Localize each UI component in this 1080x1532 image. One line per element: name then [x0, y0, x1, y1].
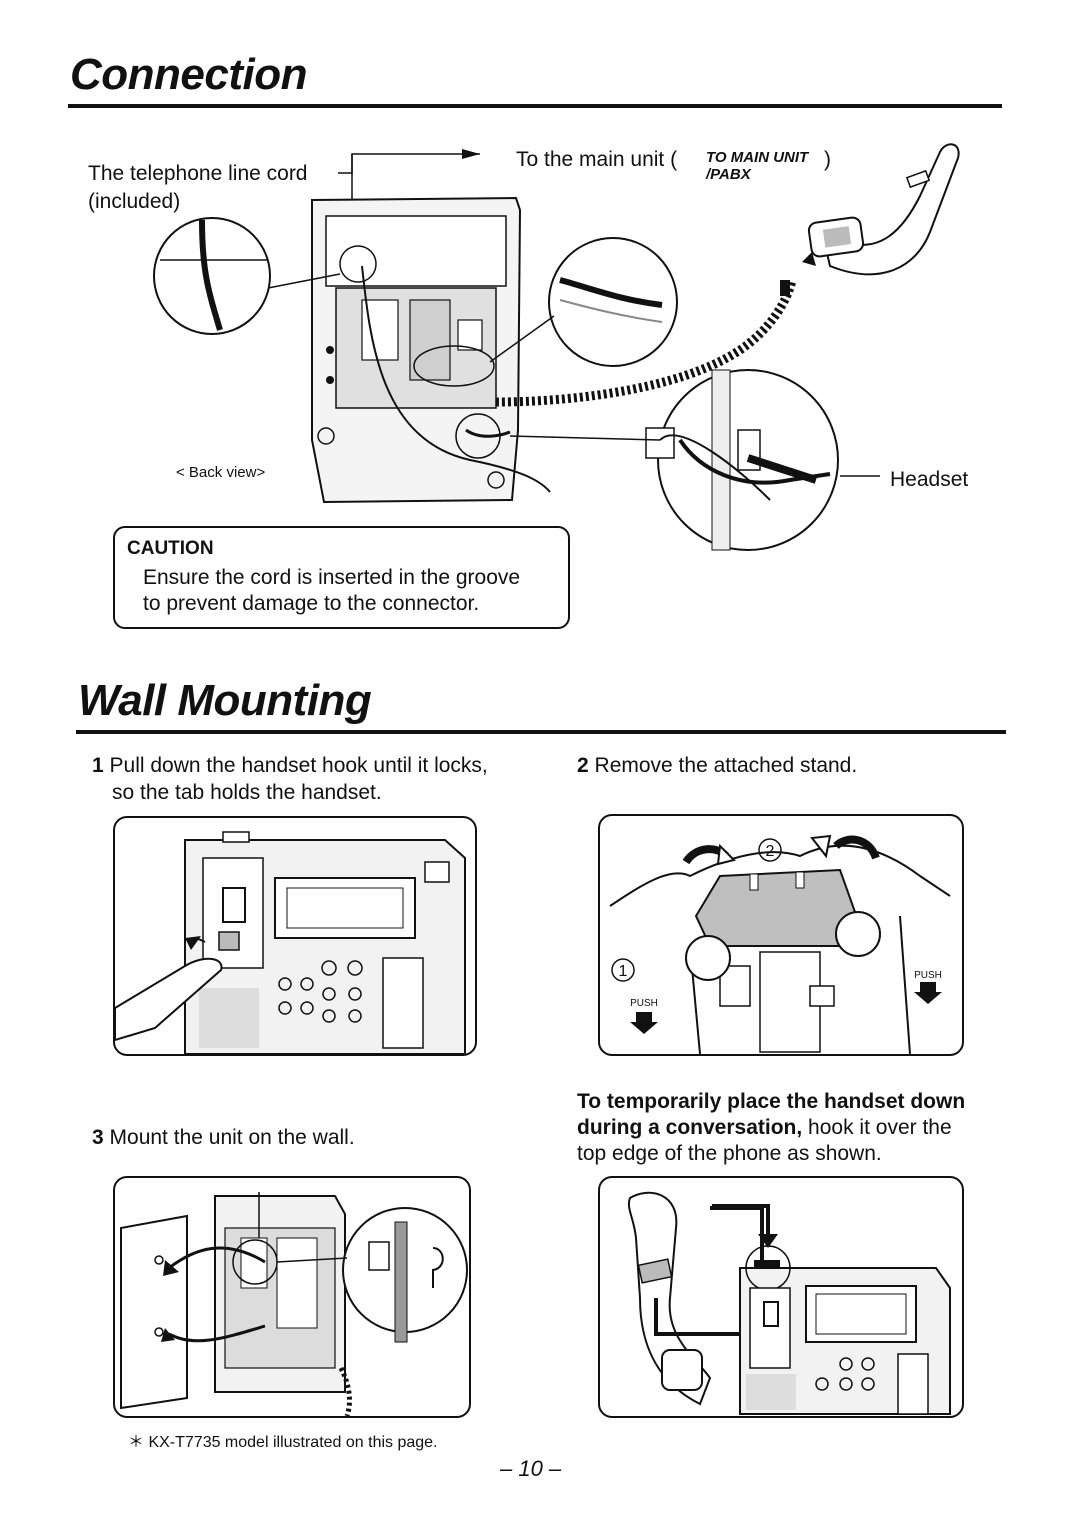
- footnote: ＊ KX-T7735 model illustrated on this pag…: [128, 1434, 438, 1451]
- step-3-label: Mount the unit on the wall.: [109, 1126, 355, 1149]
- step-2-illustration: 1 2 PUSH PUSH: [609, 834, 951, 1054]
- step-3-text: 3 Mount the unit on the wall.: [92, 1124, 355, 1151]
- line-cord-label: The telephone line cord: [88, 162, 308, 185]
- step-2-circle-1: 1: [619, 963, 628, 980]
- step-1-line-2: so the tab holds the handset.: [112, 781, 382, 804]
- step-2-circle-2: 2: [766, 843, 775, 860]
- line-cord-sub: (included): [88, 190, 181, 213]
- caution-box: CAUTION Ensure the cord is inserted in t…: [113, 526, 570, 629]
- temp-line-3: top edge of the phone as shown.: [577, 1142, 882, 1165]
- plug-arrow-icon: [802, 252, 816, 266]
- back-view-label: < Back view>: [176, 464, 266, 481]
- headset-label: Headset: [890, 468, 969, 491]
- step-1-illustration: [115, 831, 466, 1054]
- section-title-connection: Connection: [70, 50, 307, 99]
- step-3-illustration: [120, 1192, 468, 1416]
- temp-line-2-bold: during a conversation,: [577, 1116, 803, 1139]
- to-main-unit-close: ): [824, 148, 831, 171]
- jack-label-pabx: /PABX: [706, 166, 751, 183]
- down-arrow-icon-2: [758, 1234, 778, 1248]
- arrow-icon: [462, 149, 480, 159]
- caution-line-1: Ensure the cord is inserted in the groov…: [143, 566, 521, 589]
- page-number: – 10 –: [500, 1456, 562, 1481]
- step-2-text: 2 Remove the attached stand.: [577, 752, 857, 779]
- step-1-line-1: Pull down the handset hook until it lock…: [109, 754, 488, 777]
- push-down-arrow-icon-2: [914, 982, 942, 1004]
- title-rule-2: [76, 730, 1006, 734]
- panel-step-4: [598, 1176, 964, 1418]
- step-1-text-1: 1 Pull down the handset hook until it lo…: [92, 752, 488, 779]
- push-label-left: PUSH: [630, 998, 658, 1009]
- panel-step-1: [113, 816, 477, 1056]
- caution-heading: CAUTION: [127, 538, 214, 559]
- step-3-number: 3: [92, 1126, 104, 1149]
- step-2-label: Remove the attached stand.: [594, 754, 858, 777]
- handset-hook-illustration: [627, 1191, 951, 1415]
- connection-illustration: [153, 143, 960, 551]
- temp-line-1: To temporarily place the handset down: [577, 1090, 966, 1113]
- panel-step-3: [113, 1176, 471, 1418]
- temp-line-2: during a conversation, hook it over the: [577, 1114, 952, 1141]
- caution-line-2: to prevent damage to the connector.: [143, 592, 480, 615]
- step-1-number: 1: [92, 754, 104, 777]
- title-rule: [68, 104, 1002, 108]
- down-arrow-icon: [185, 936, 201, 950]
- arrow-icon-upper: [163, 1260, 179, 1276]
- push-down-arrow-icon: [630, 1012, 658, 1034]
- push-label-right: PUSH: [914, 970, 942, 981]
- panel-step-2: 1 2 PUSH PUSH: [598, 814, 964, 1056]
- temp-line-2-rest: hook it over the: [802, 1116, 952, 1139]
- section-title-wall-mounting: Wall Mounting: [78, 676, 372, 725]
- step-2-number: 2: [577, 754, 589, 777]
- jack-label-main: TO MAIN UNIT: [706, 149, 809, 166]
- to-main-unit-label: To the main unit (: [516, 148, 678, 171]
- arrow-icon-lower: [161, 1328, 175, 1342]
